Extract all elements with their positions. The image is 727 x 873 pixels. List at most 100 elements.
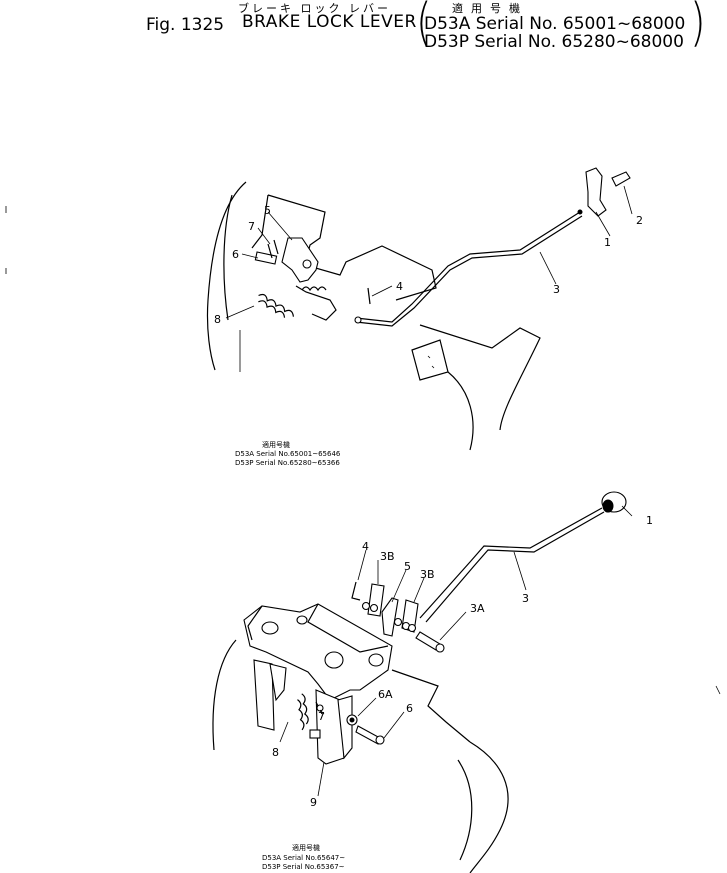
spring-8-lower	[301, 693, 309, 725]
callout-3b-right: 3B	[420, 568, 435, 581]
bracket-hole	[296, 615, 308, 625]
cotter-4-lower	[351, 581, 361, 601]
rod-3-lower	[419, 507, 603, 619]
callout-5: 5	[264, 204, 271, 217]
spring-8	[258, 293, 295, 317]
upper-note-line-2: D53P Serial No.65280~65366	[235, 459, 340, 467]
callout-3b-left: 3B	[380, 550, 395, 563]
pin-6-head	[375, 735, 385, 745]
callout-1-lower: 1	[646, 514, 653, 527]
rod-3-edge	[355, 215, 583, 327]
callout-7-lower: 7	[318, 710, 325, 723]
lever-linkage	[295, 285, 337, 321]
spring-8-b	[258, 300, 286, 318]
upper-view: 1 2 3 4 5 6 7 8 適用号機 D53A Serial No.6500…	[5, 167, 643, 467]
leader-9	[317, 761, 325, 797]
knob-1-hub	[602, 499, 614, 513]
leader-6	[241, 253, 259, 259]
plate-5	[381, 597, 399, 637]
pin-6	[254, 251, 278, 265]
bracket-top-edge	[307, 603, 389, 653]
fender-outline-lower	[212, 639, 237, 751]
leader-3b-right	[413, 577, 425, 603]
rod-end	[354, 316, 362, 324]
washer	[393, 617, 403, 627]
support-curve	[447, 371, 474, 451]
lower-note-line-2: D53P Serial No.65367~	[262, 863, 345, 871]
bracket-leg-inner	[269, 663, 287, 702]
serial-range-d53a: D53A Serial No. 65001~68000	[424, 14, 686, 34]
support-outline-lower	[469, 741, 509, 873]
callout-3: 3	[553, 283, 560, 296]
lever-tab	[309, 729, 321, 739]
support-outline	[419, 324, 541, 431]
rod-3	[355, 211, 581, 323]
leader-8-lower	[279, 721, 289, 743]
lower-note-heading: 適用号機	[292, 843, 320, 852]
upper-note-line-1: D53A Serial No.65001~65646	[235, 450, 341, 458]
fender-inner	[223, 194, 233, 321]
rod-3-lower-edge	[425, 511, 605, 623]
bolt-3a-head	[435, 643, 445, 653]
callout-6: 6	[232, 248, 239, 261]
support-hole	[431, 365, 435, 369]
bracket-hole-left	[261, 621, 279, 635]
support-curve-lower	[457, 759, 473, 861]
leader-7-lower	[319, 709, 325, 715]
bracket-edge	[251, 194, 269, 249]
paren-left: (	[416, 0, 432, 53]
lock-lever	[281, 237, 319, 283]
bracket-leg-left	[253, 659, 275, 731]
knob-lever	[585, 167, 607, 217]
pin-7-head	[316, 704, 324, 712]
title-english: BRAKE LOCK LEVER	[242, 12, 417, 32]
bolt-2	[611, 171, 631, 187]
support-link	[391, 669, 471, 743]
bracket-hole-right	[368, 653, 384, 667]
callout-2: 2	[636, 214, 643, 227]
margin-mark	[715, 685, 721, 695]
callout-7: 7	[248, 220, 255, 233]
pin-7a	[267, 243, 273, 259]
callout-4: 4	[396, 280, 403, 293]
serial-range-d53p: D53P Serial No. 65280~68000	[424, 32, 684, 52]
callout-4-lower: 4	[362, 540, 369, 553]
applicability-japanese: 適用号機	[452, 2, 528, 15]
callout-3-lower: 3	[522, 592, 529, 605]
figure-number: Fig. 1325	[146, 15, 225, 35]
leader-7	[257, 227, 271, 245]
bracket-plate	[267, 194, 437, 301]
leader-3-lower	[513, 551, 527, 591]
leader-4	[371, 285, 393, 297]
lever-pivot	[302, 259, 312, 269]
callout-9: 9	[310, 796, 317, 809]
leader-6-lower	[383, 711, 405, 739]
callout-6a: 6A	[378, 688, 393, 701]
lower-note-line-1: D53A Serial No.65647~	[262, 854, 345, 862]
upper-note-heading: 適用号機	[262, 440, 290, 449]
callout-8: 8	[214, 313, 221, 326]
leader-1	[595, 211, 611, 237]
washer	[361, 601, 371, 611]
main-bracket	[243, 603, 393, 701]
paren-right: )	[690, 0, 706, 53]
leader-5	[267, 211, 293, 241]
support-plate	[411, 339, 449, 381]
lever-spring	[301, 286, 327, 292]
leader-6a	[357, 697, 377, 717]
leader-4-lower	[357, 549, 367, 581]
spring-8-lower-b	[297, 699, 305, 731]
title-japanese: ブレーキ ロック レバー	[238, 2, 391, 15]
rod-tip	[577, 209, 583, 215]
support-hole	[427, 355, 431, 359]
callout-6-lower: 6	[406, 702, 413, 715]
fender-outline	[206, 181, 247, 371]
lock-lever-9-side	[337, 695, 353, 760]
callout-5-lower: 5	[404, 560, 411, 573]
callout-3a: 3A	[470, 602, 485, 615]
cotter-pin	[367, 287, 371, 305]
lower-view: 1 3 3B 3B 3A 4 5 6 6A 7 8 9 適用号機 D53A Se…	[212, 491, 721, 873]
leader-8	[225, 305, 255, 319]
washer-6a-hole	[349, 717, 355, 723]
